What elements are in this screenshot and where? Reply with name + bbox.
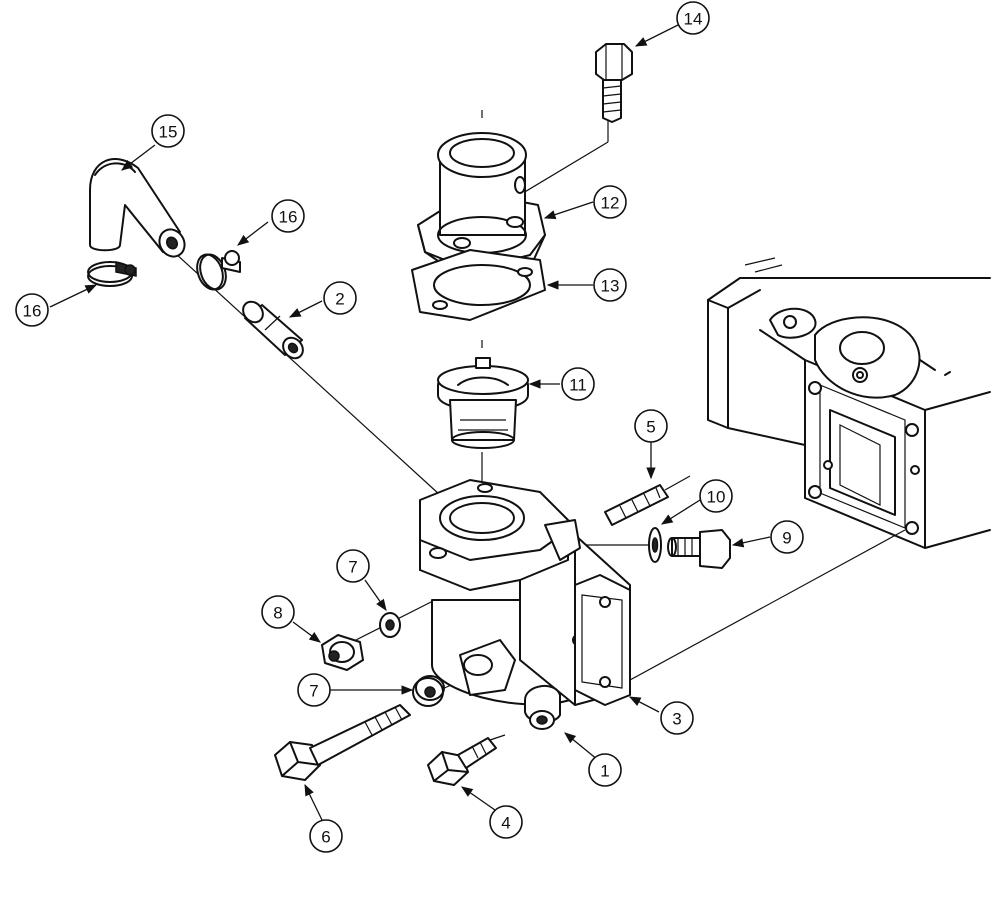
svg-text:4: 4: [501, 814, 510, 833]
callout-3: 3: [660, 701, 694, 735]
callout-6: 6: [309, 819, 343, 853]
hose-clamp-16-left: [87, 260, 137, 287]
plug-9: [667, 529, 731, 569]
callout-12: 12: [593, 185, 627, 219]
callout-16-left: 16: [15, 293, 49, 327]
svg-text:6: 6: [321, 828, 330, 847]
svg-text:8: 8: [273, 604, 282, 623]
callout-7-lower: 7: [297, 673, 331, 707]
svg-text:3: 3: [672, 710, 681, 729]
callout-14: 14: [676, 1, 710, 35]
engine-block: [707, 257, 991, 549]
nut-8: [321, 634, 364, 671]
callout-2: 2: [323, 281, 357, 315]
svg-text:14: 14: [684, 10, 703, 29]
svg-text:7: 7: [348, 558, 357, 577]
svg-text:10: 10: [707, 488, 726, 507]
svg-text:16: 16: [279, 208, 298, 227]
washer-10: [648, 527, 662, 563]
callout-1: 1: [588, 753, 622, 787]
thermostat-housing-12: [417, 132, 546, 284]
svg-text:12: 12: [601, 194, 620, 213]
svg-text:5: 5: [646, 418, 655, 437]
callout-16-right: 16: [271, 199, 305, 233]
pipe-fitting-2: [242, 300, 304, 360]
washer-7-lower: [412, 675, 445, 707]
hose-clamp-16-right: [196, 250, 241, 291]
svg-text:16: 16: [23, 302, 42, 321]
svg-text:7: 7: [309, 682, 318, 701]
bolt-4: [427, 737, 497, 786]
callout-10: 10: [699, 479, 733, 513]
bolt-14: [595, 43, 633, 123]
callout-7-upper: 7: [336, 549, 370, 583]
svg-text:1: 1: [600, 762, 609, 781]
callout-5: 5: [634, 409, 668, 443]
svg-text:13: 13: [601, 277, 620, 296]
callout-11: 11: [561, 367, 595, 401]
svg-text:15: 15: [159, 123, 178, 142]
callout-4: 4: [489, 805, 523, 839]
thermostat-11: [437, 357, 529, 449]
hose-15: [89, 158, 186, 258]
gasket-3: [574, 574, 631, 706]
svg-text:2: 2: [335, 290, 344, 309]
callout-leaders: [49, 23, 771, 821]
svg-text:11: 11: [569, 376, 587, 395]
callout-15: 15: [151, 114, 185, 148]
callout-13: 13: [593, 268, 627, 302]
stud-5: [604, 484, 669, 526]
gasket-13: [411, 249, 546, 321]
callout-8: 8: [261, 595, 295, 629]
washer-7-upper: [379, 612, 401, 638]
callout-9: 9: [770, 520, 804, 554]
long-bolt-6: [274, 704, 411, 781]
svg-text:9: 9: [782, 529, 791, 548]
